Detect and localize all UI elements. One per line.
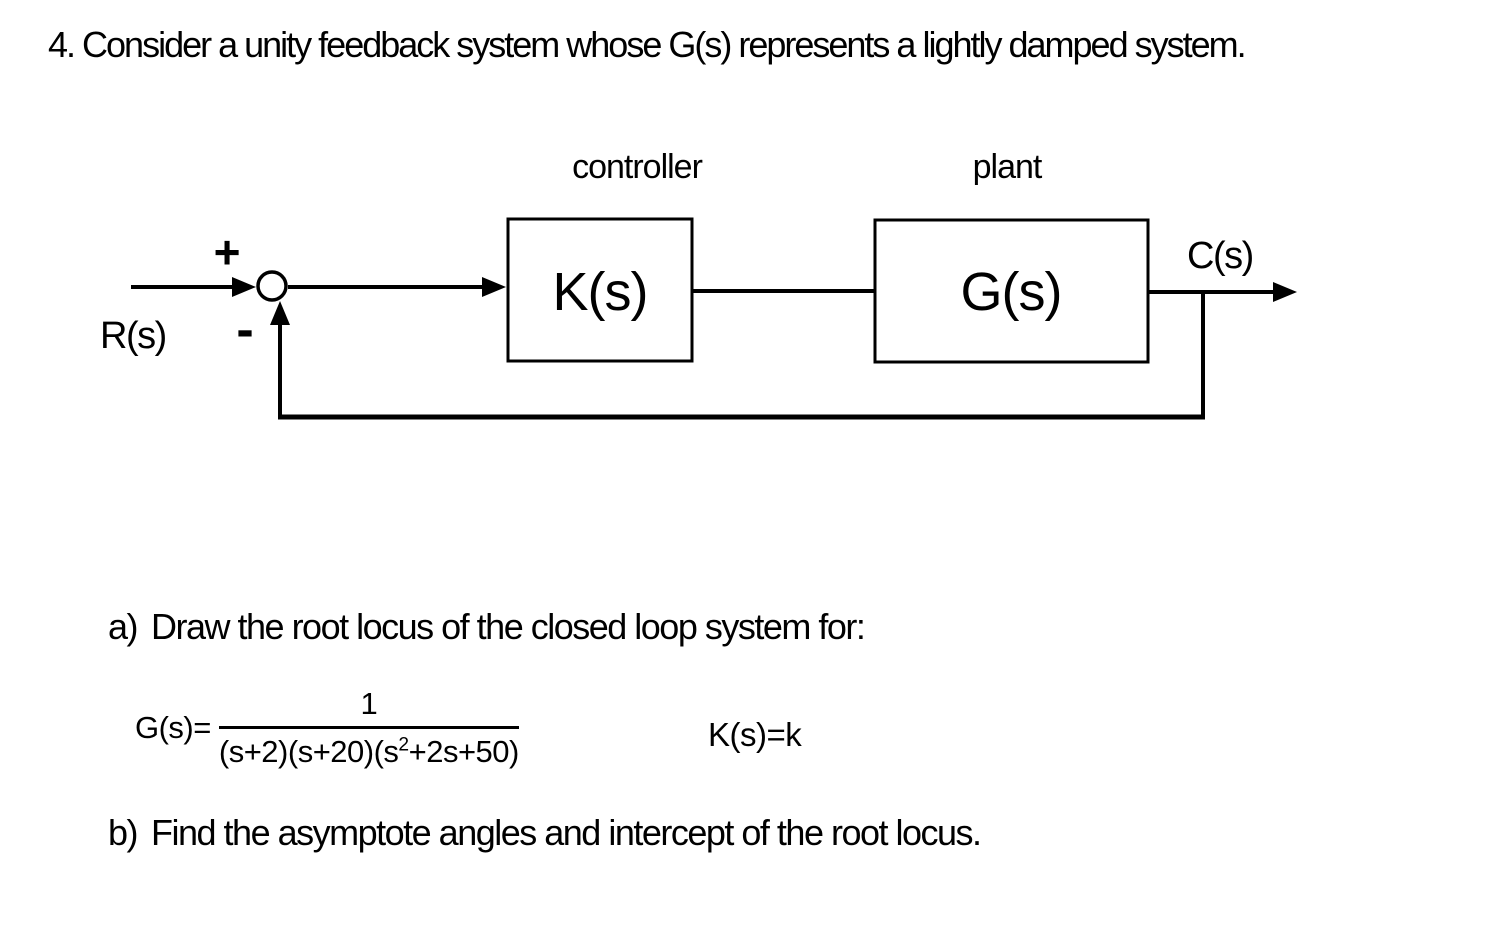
input-arrowhead-icon xyxy=(232,277,256,297)
output-arrowhead-icon xyxy=(1273,282,1297,302)
g-equation-lhs: G(s)= xyxy=(135,710,211,745)
plant-block-label: G(s) xyxy=(961,262,1062,322)
g-equation: G(s)= 1 (s+2)(s+20)(s2+2s+50) xyxy=(135,686,519,770)
g-equation-fraction: 1 (s+2)(s+20)(s2+2s+50) xyxy=(218,686,520,770)
question-a-marker: a) xyxy=(108,606,139,647)
g-equation-denominator: (s+2)(s+20)(s2+2s+50) xyxy=(218,729,520,770)
k-equation: K(s)=k xyxy=(708,716,802,753)
plant-block xyxy=(873,218,1150,364)
input-signal-label: R(s) xyxy=(100,315,166,357)
g-denominator-exponent: 2 xyxy=(398,734,409,756)
summing-junction xyxy=(256,270,288,302)
problem-title: 4. Consider a unity feedback system whos… xyxy=(48,24,1247,65)
question-a-text: Draw the root locus of the closed loop s… xyxy=(151,606,866,647)
question-b: b) Find the asymptote angles and interce… xyxy=(108,812,982,854)
feedback-arrowhead-icon xyxy=(270,301,290,325)
g-equation-numerator: 1 xyxy=(218,686,519,729)
question-b-marker: b) xyxy=(108,812,139,853)
controller-arrowhead-icon xyxy=(482,277,506,297)
controller-block-label: K(s) xyxy=(553,262,648,322)
controller-label: controller xyxy=(572,148,703,186)
g-denominator-pre: (s+2)(s+20)(s xyxy=(218,734,399,769)
controller-block xyxy=(506,217,694,363)
g-denominator-post: +2s+50) xyxy=(408,734,520,769)
sum-minus-sign: - xyxy=(236,301,253,359)
question-a: a) Draw the root locus of the closed loo… xyxy=(108,606,866,648)
question-b-text: Find the asymptote angles and intercept … xyxy=(151,812,982,853)
plant-label: plant xyxy=(973,148,1043,186)
output-signal-label: C(s) xyxy=(1187,235,1253,277)
sum-plus-sign: + xyxy=(214,226,241,278)
block-diagram: controller plant + R(s) - K(s) G(s) C(s) xyxy=(100,148,1297,420)
